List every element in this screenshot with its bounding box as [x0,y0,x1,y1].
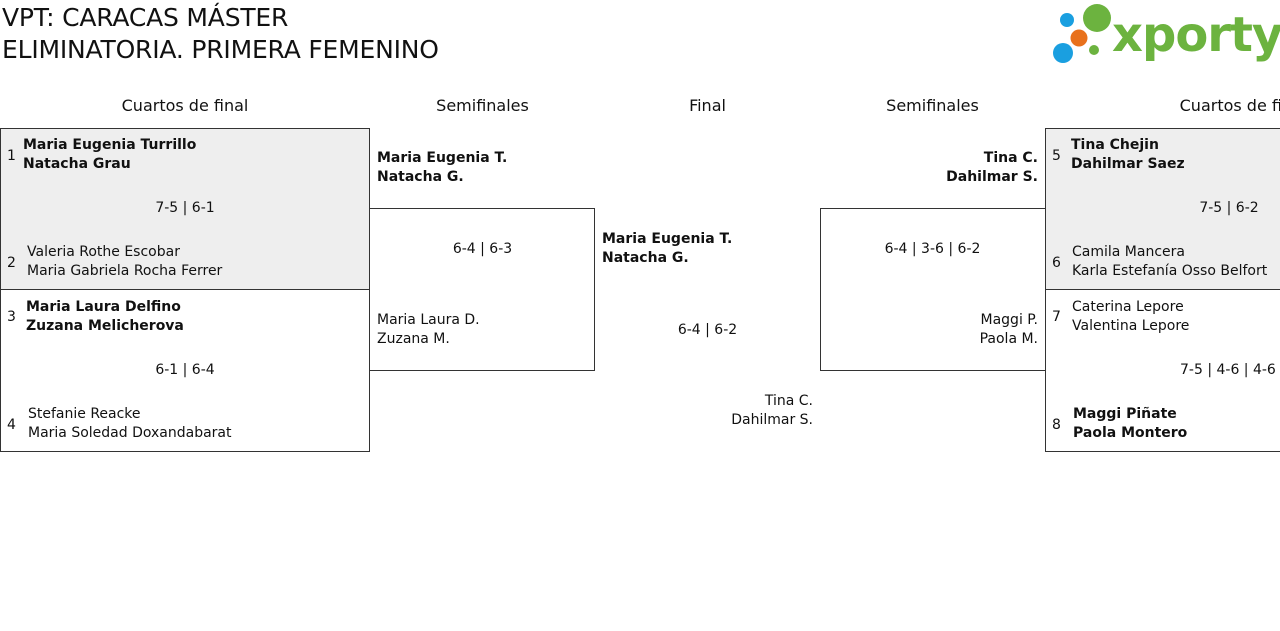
player-name: Stefanie Reacke [28,406,141,422]
final-team-a: Maria Eugenia T. Natacha G. [602,230,732,268]
player-name: Maria Soledad Doxandabarat [28,425,232,441]
player-name: Tina Chejin [1071,137,1159,153]
match-score: 6-4 | 3-6 | 6-2 [884,241,981,257]
player-name: Natacha Grau [23,156,131,172]
player-name: Paola Montero [1073,425,1188,441]
page-title-line2: ELIMINATORIA. PRIMERA FEMENINO [2,35,439,64]
player-name: Maria Eugenia Turrillo [23,137,197,153]
logo-text: xporty [1112,7,1280,63]
player-name: Valentina Lepore [1072,318,1190,334]
qf-match-2[interactable] [0,289,370,452]
xporty-logo[interactable]: xporty [1050,2,1280,68]
seed-number: 2 [7,255,16,271]
player-name: Camila Mancera [1072,244,1185,260]
player-name: Zuzana Melicherova [26,318,184,334]
round-header-sf-left: Semifinales [436,96,529,115]
round-header-final: Final [689,96,726,115]
seed-number: 6 [1052,255,1061,271]
seed-number: 8 [1052,417,1061,433]
player-name: Karla Estefanía Osso Belfort [1072,263,1268,279]
player-name: Maria Laura D. [377,312,480,328]
seed-number: 5 [1052,148,1061,164]
player-name: Tina C. [764,393,813,409]
seed-number: 3 [7,309,16,325]
player-name: Maria Laura Delfino [26,299,181,315]
player-name: Tina C. [983,150,1038,166]
qf-m2-team-b: Stefanie Reacke Maria Soledad Doxandabar… [28,405,232,443]
player-name: Maria Eugenia T. [602,231,733,247]
sf-match-right[interactable] [820,208,1046,371]
player-name: Valeria Rothe Escobar [27,244,180,260]
match-score: 7-5 | 6-1 [155,200,215,216]
seed-number: 1 [7,148,16,164]
seed-number: 7 [1052,309,1061,325]
player-name: Maggi Piñate [1073,406,1177,422]
match-score: 6-1 | 6-4 [155,362,215,378]
match-score: 6-4 | 6-3 [452,241,513,257]
qf-m2-team-a: Maria Laura Delfino Zuzana Melicherova [26,298,184,336]
player-name: Zuzana M. [377,331,450,347]
sf-right-team-b: Maggi P. Paola M. [820,311,1038,349]
player-name: Caterina Lepore [1072,299,1184,315]
qf-match-1[interactable] [0,128,370,290]
player-name: Maria Gabriela Rocha Ferrer [27,263,223,279]
player-name: Dahilmar S. [946,169,1038,185]
round-header-qf-left: Cuartos de final [121,96,249,115]
player-name: Dahilmar Saez [1071,156,1185,172]
sf-right-team-a: Tina C. Dahilmar S. [820,149,1038,187]
sf-match-left[interactable] [369,208,595,371]
seed-number: 4 [7,417,16,433]
page-title-line1: VPT: CARACAS MÁSTER [2,3,289,32]
logo-dots-icon [1053,4,1111,63]
qf-m4-team-a: Caterina Lepore Valentina Lepore [1072,298,1189,336]
qf-match-4[interactable] [1045,289,1280,452]
qf-m3-team-b: Camila Mancera Karla Estefanía Osso Belf… [1072,243,1267,281]
round-header-qf-right: Cuartos de final [1179,96,1280,115]
qf-m1-team-b: Valeria Rothe Escobar Maria Gabriela Roc… [27,243,222,281]
match-score: 7-5 | 6-2 [1199,200,1259,216]
qf-m1-team-a: Maria Eugenia Turrillo Natacha Grau [23,136,196,174]
round-header-sf-right: Semifinales [886,96,979,115]
sf-left-team-b: Maria Laura D. Zuzana M. [377,311,480,349]
player-name: Maggi P. [980,312,1038,328]
qf-match-3[interactable] [1045,128,1280,290]
final-team-b: Tina C. Dahilmar S. [595,392,813,430]
qf-m3-team-a: Tina Chejin Dahilmar Saez [1071,136,1185,174]
qf-m4-team-b: Maggi Piñate Paola Montero [1073,405,1187,443]
sf-left-team-a: Maria Eugenia T. Natacha G. [377,149,507,187]
match-score: 7-5 | 4-6 | 4-6 [1180,362,1276,378]
player-name: Maria Eugenia T. [377,150,508,166]
player-name: Natacha G. [377,169,464,185]
player-name: Dahilmar S. [731,412,813,428]
player-name: Paola M. [979,331,1038,347]
player-name: Natacha G. [602,250,689,266]
final-score: 6-4 | 6-2 [677,322,738,338]
